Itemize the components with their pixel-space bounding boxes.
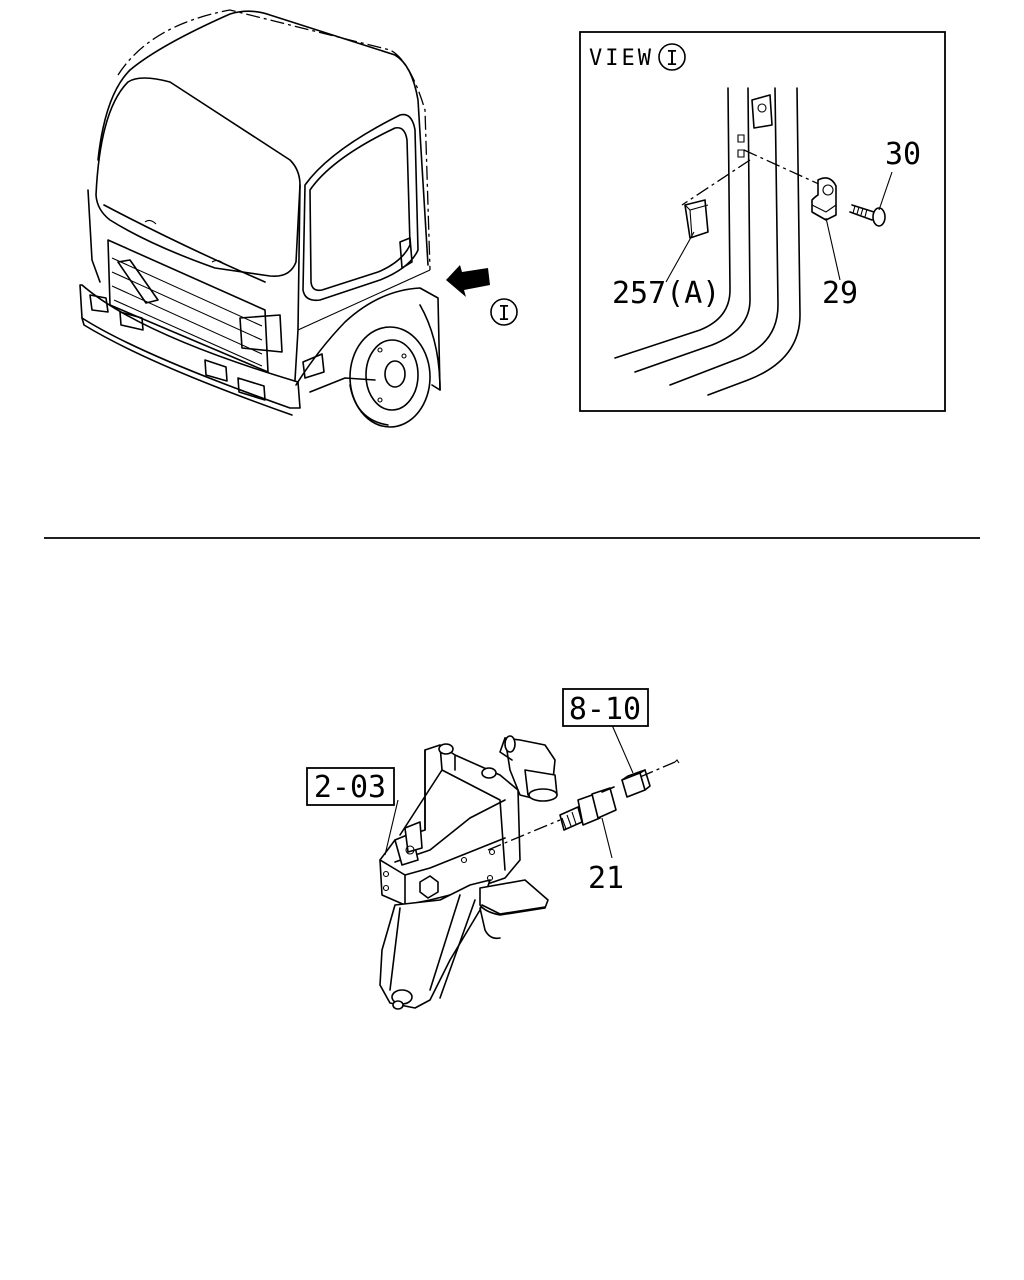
truck-cab-illustration bbox=[79, 9, 441, 428]
view-panel-marker: I bbox=[666, 46, 678, 70]
ref-2-03-label: 2-03 bbox=[314, 770, 386, 805]
ref-box-2-03: 2-03 bbox=[306, 767, 395, 806]
callout-21: 21 bbox=[588, 861, 624, 896]
callout-30: 30 bbox=[885, 137, 921, 172]
view-direction-arrow bbox=[446, 265, 490, 297]
callout-257a: 257(A) bbox=[612, 276, 720, 311]
view-detail-panel: VIEW I 30 257(A) 29 bbox=[579, 31, 946, 412]
view-marker-circle: I bbox=[490, 298, 518, 326]
view-marker-label: I bbox=[498, 301, 510, 325]
ref-box-8-10: 8-10 bbox=[562, 688, 649, 727]
callout-29: 29 bbox=[822, 276, 858, 311]
view-panel-title: VIEW bbox=[589, 46, 654, 71]
ref-8-10-label: 8-10 bbox=[569, 692, 641, 727]
pedal-assembly-illustration bbox=[379, 724, 680, 1010]
